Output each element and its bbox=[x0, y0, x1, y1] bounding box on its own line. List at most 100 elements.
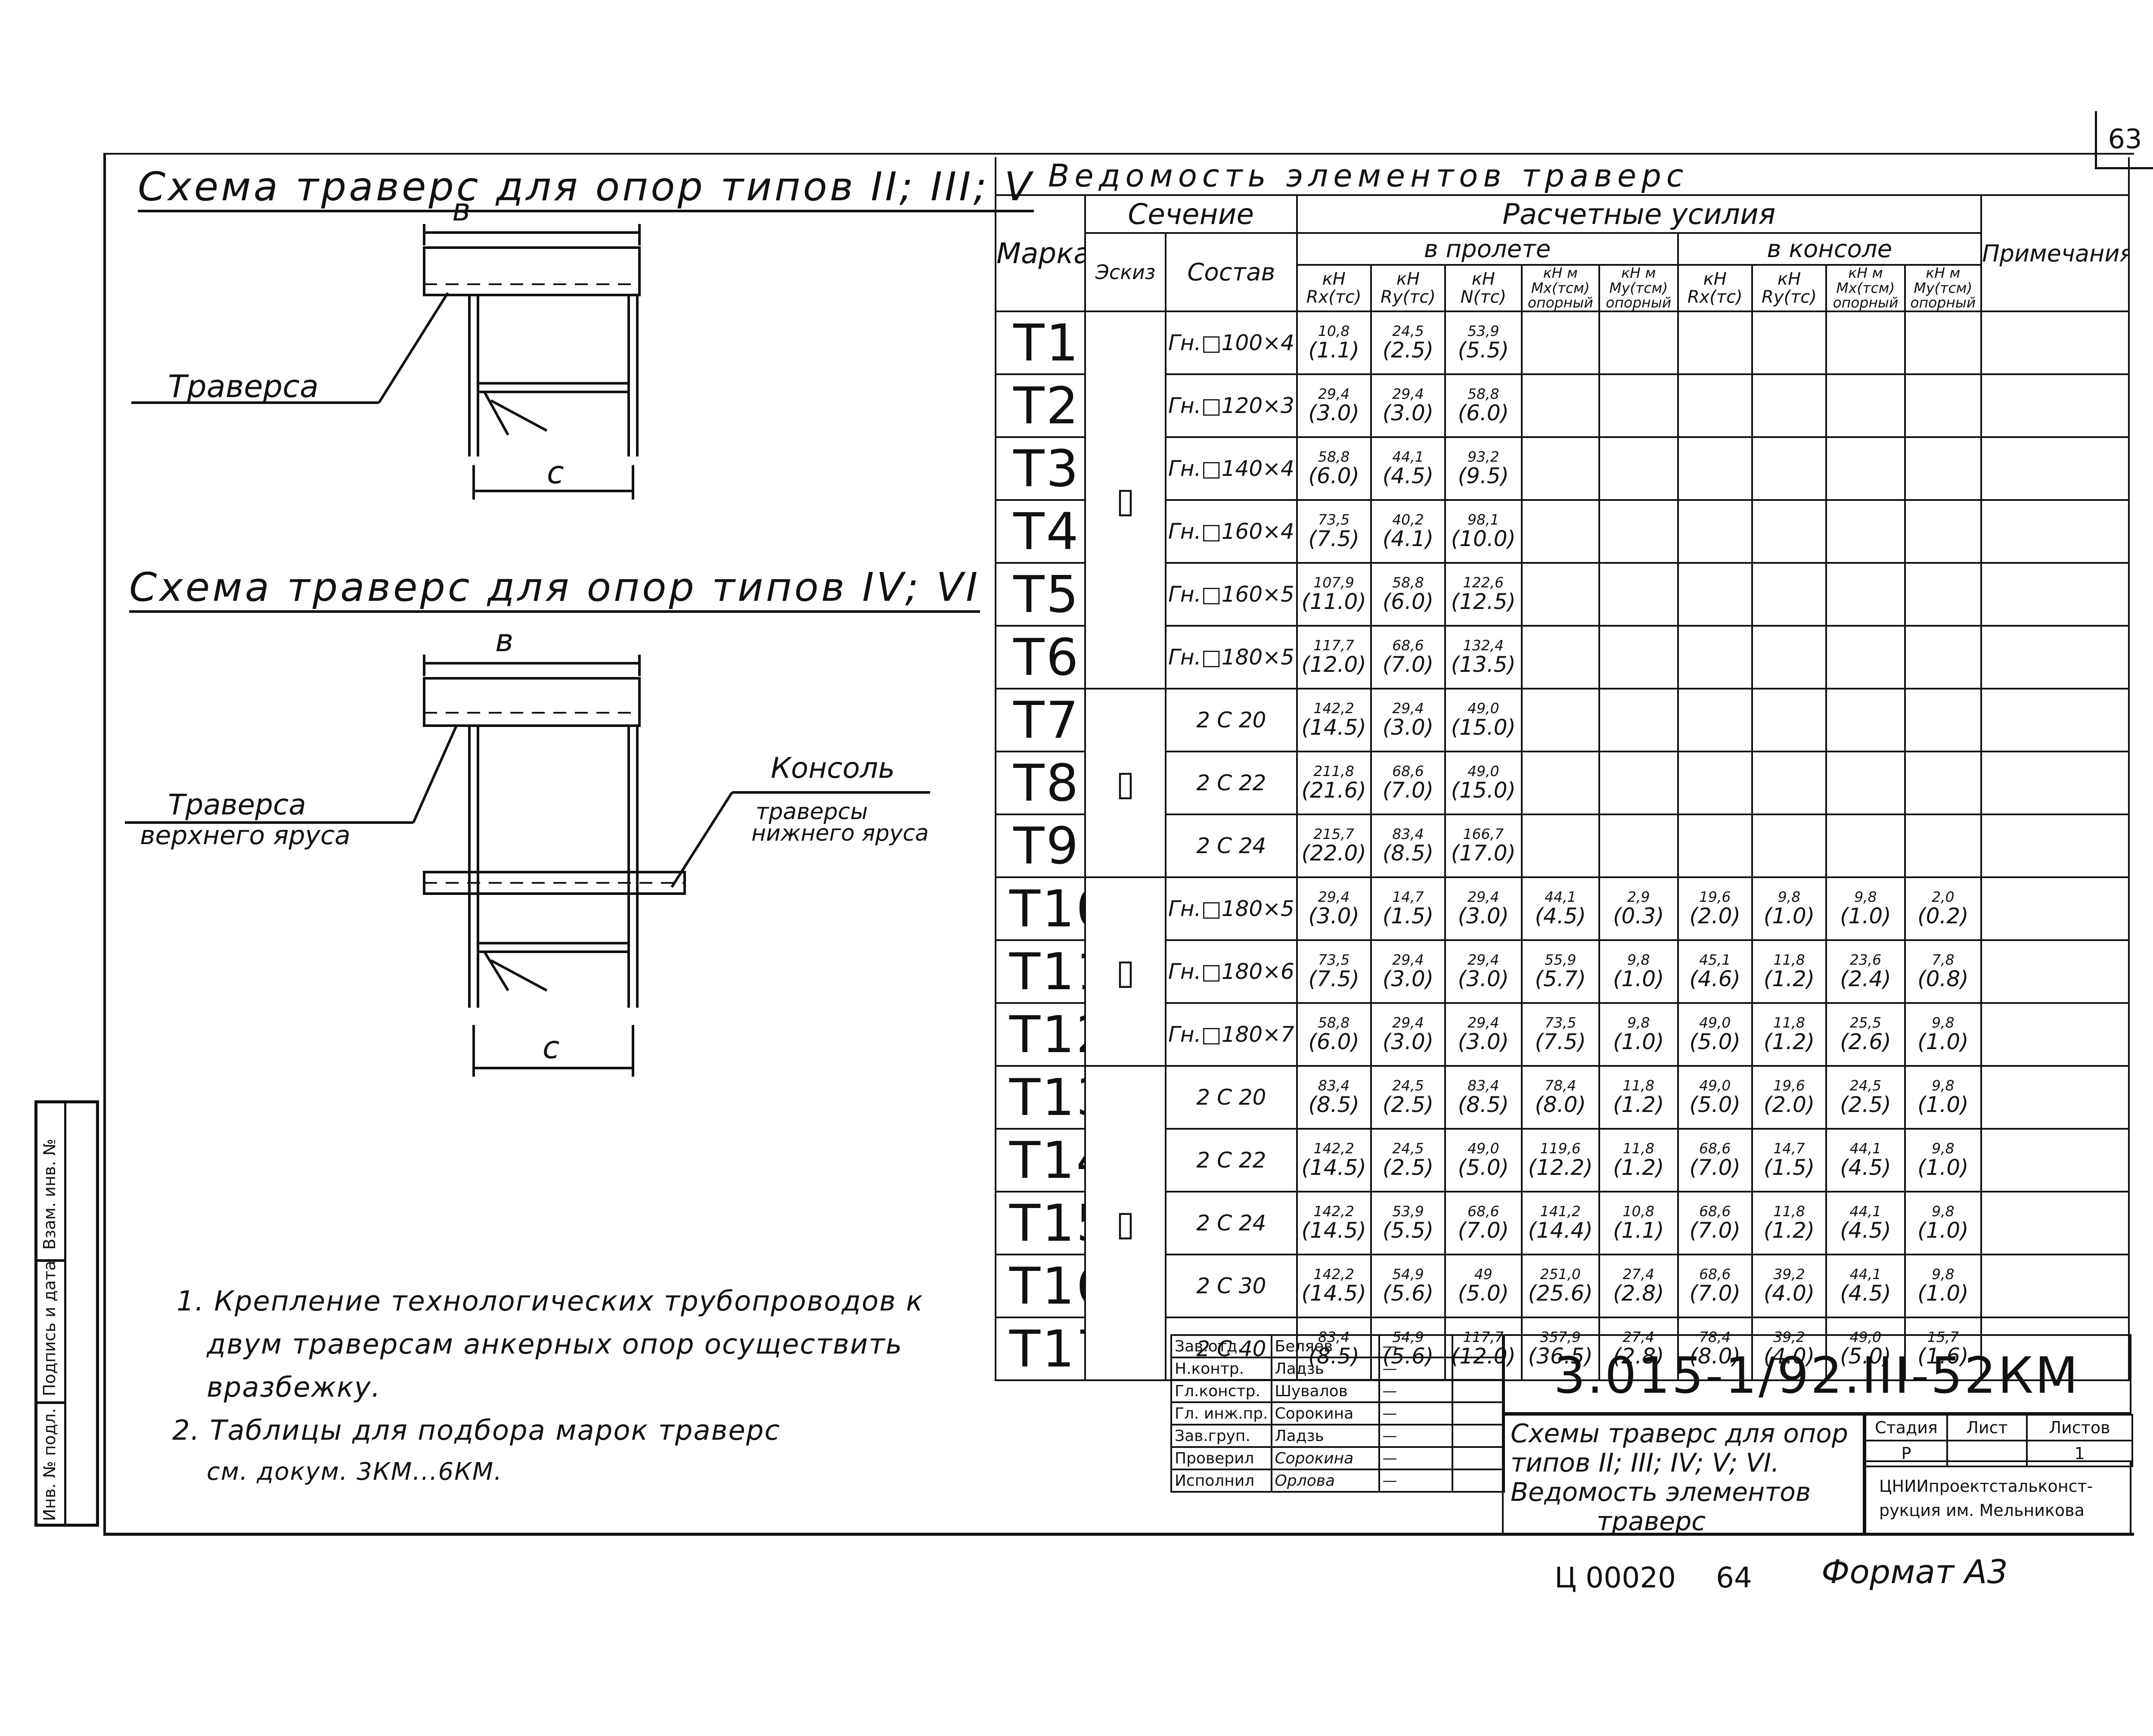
cell-n: 49,0(15.0) bbox=[1444, 688, 1523, 752]
value-tc: (2.6) bbox=[1840, 1029, 1891, 1055]
row-mark: Т13 bbox=[995, 1065, 1086, 1130]
cell-crx: 68,6(7.0) bbox=[1677, 1191, 1753, 1255]
value-kn: 9,8 bbox=[1932, 1203, 1954, 1220]
value-tc: (7.5) bbox=[1308, 966, 1359, 992]
value-kn: 44,1 bbox=[1849, 1266, 1882, 1283]
value-tc: (21.6) bbox=[1301, 778, 1366, 803]
value-tc: (17.0) bbox=[1451, 841, 1516, 866]
value-kn: 55,9 bbox=[1545, 951, 1576, 969]
row-composition: 2 С 20 bbox=[1165, 688, 1298, 752]
cell-rx: 83,4(8.5) bbox=[1296, 1065, 1372, 1130]
cell-n: 93,2(9.5) bbox=[1444, 436, 1523, 501]
cell-cmy bbox=[1904, 311, 1982, 375]
scheme2-label-upper-2: верхнего яруса bbox=[140, 820, 351, 851]
side-stamp: Инв. № подл. Подпись и дата Взам. инв. № bbox=[34, 1100, 99, 1527]
row-mark: Т5 bbox=[995, 562, 1086, 627]
value-tc: (7.0) bbox=[1382, 778, 1434, 803]
value-kn: 98,1 bbox=[1467, 511, 1499, 528]
value-tc: (7.0) bbox=[1689, 1281, 1740, 1306]
value-kn: 44,1 bbox=[1392, 448, 1424, 466]
cell-cry bbox=[1751, 562, 1827, 627]
value-tc: (11.0) bbox=[1301, 589, 1366, 615]
value-kn: 44,1 bbox=[1849, 1203, 1882, 1220]
value-tc: (8.0) bbox=[1689, 1344, 1740, 1369]
value-tc: (1.0) bbox=[1613, 966, 1664, 992]
value-tc: (3.0) bbox=[1458, 1029, 1509, 1055]
signature-name: Беляев bbox=[1270, 1334, 1380, 1358]
value-tc: (1.2) bbox=[1613, 1092, 1664, 1118]
document-title: Схемы траверс для опор типов II; III; IV… bbox=[1502, 1414, 1864, 1536]
value-tc: (1.0) bbox=[1917, 1029, 1969, 1055]
cell-rx: 142,2(14.5) bbox=[1296, 1254, 1372, 1318]
scheme2-title: Схема траверс для опор типов IV; VI bbox=[129, 564, 980, 613]
value-tc: (1.2) bbox=[1763, 966, 1815, 992]
cell-n: 29,4(3.0) bbox=[1444, 939, 1523, 1004]
scheme1-dim-b: в bbox=[452, 192, 471, 228]
value-tc: (7.0) bbox=[1458, 1218, 1509, 1243]
cell-mx bbox=[1520, 311, 1601, 375]
value-kn: 40,2 bbox=[1392, 511, 1424, 528]
note-1-line-1: 1. Крепление технологических трубопровод… bbox=[177, 1286, 924, 1317]
cell-rx: 73,5(7.5) bbox=[1296, 939, 1372, 1004]
value-kn: 73,5 bbox=[1545, 1014, 1576, 1031]
row-notes bbox=[1980, 814, 2130, 878]
value-kn: 83,4 bbox=[1318, 1077, 1350, 1094]
value-tc: (15.0) bbox=[1451, 715, 1516, 740]
value-kn: 24,5 bbox=[1392, 1140, 1424, 1157]
cell-my: 10,8(1.1) bbox=[1598, 1191, 1679, 1255]
value-kn: 24,5 bbox=[1392, 323, 1424, 340]
value-kn: 49 bbox=[1474, 1266, 1492, 1283]
value-tc: (5.5) bbox=[1458, 338, 1509, 363]
cell-cmy: 9,8(1.0) bbox=[1904, 1254, 1982, 1318]
cell-cmy bbox=[1904, 625, 1982, 689]
table-title: Ведомость элементов траверс bbox=[995, 157, 2130, 196]
signature-mark: — bbox=[1378, 1379, 1453, 1403]
cell-n: 49(5.0) bbox=[1444, 1254, 1523, 1318]
cell-n: 132,4(13.5) bbox=[1444, 625, 1523, 689]
cell-my bbox=[1598, 688, 1679, 752]
value-kn: 29,4 bbox=[1392, 385, 1424, 403]
cell-rx: 142,2(14.5) bbox=[1296, 688, 1372, 752]
value-tc: (2.5) bbox=[1840, 1092, 1891, 1118]
cell-my: 11,8(1.2) bbox=[1598, 1128, 1679, 1193]
value-kn: 24,5 bbox=[1849, 1077, 1882, 1094]
value-kn: 119,6 bbox=[1540, 1140, 1581, 1157]
value-tc: (4.0) bbox=[1763, 1281, 1815, 1306]
cell-ry: 53,9(5.5) bbox=[1370, 1191, 1446, 1255]
value-kn: 25,5 bbox=[1849, 1014, 1882, 1031]
value-tc: (13.5) bbox=[1451, 652, 1516, 677]
cell-rx: 215,7(22.0) bbox=[1296, 814, 1372, 878]
value-tc: (1.2) bbox=[1613, 1155, 1664, 1180]
note-1-line-2: двум траверсам анкерных опор осуществить bbox=[207, 1329, 903, 1360]
value-kn: 44,1 bbox=[1849, 1140, 1882, 1157]
cell-cmx: 9,8(1.0) bbox=[1825, 876, 1906, 941]
cell-my: 27,4(2.8) bbox=[1598, 1317, 1679, 1381]
cell-mx: 119,6(12.2) bbox=[1520, 1128, 1601, 1193]
signature-name: Ладзь bbox=[1270, 1357, 1380, 1381]
row-composition: Гн.□180×5 bbox=[1165, 876, 1298, 941]
value-tc: (25.6) bbox=[1528, 1281, 1593, 1306]
value-tc: (3.0) bbox=[1382, 1029, 1434, 1055]
value-tc: (2.4) bbox=[1840, 966, 1891, 992]
cell-rx: 58,8(6.0) bbox=[1296, 436, 1372, 501]
value-tc: (0.2) bbox=[1917, 904, 1969, 929]
value-kn: 73,5 bbox=[1318, 511, 1350, 528]
row-notes bbox=[1980, 1065, 2130, 1130]
cell-cry: 11,8(1.2) bbox=[1751, 939, 1827, 1004]
value-tc: (2.5) bbox=[1382, 338, 1434, 363]
value-kn: 9,8 bbox=[1932, 1077, 1954, 1094]
side-stamp-replace: Взам. инв. № bbox=[40, 1138, 59, 1250]
value-kn: 2,9 bbox=[1627, 888, 1650, 906]
value-tc: (14.5) bbox=[1301, 1281, 1366, 1306]
cell-cmy bbox=[1904, 436, 1982, 501]
value-kn: 68,6 bbox=[1699, 1140, 1731, 1157]
value-kn: 122,6 bbox=[1463, 574, 1504, 591]
col-span: в пролете bbox=[1296, 232, 1679, 266]
cell-crx bbox=[1677, 751, 1753, 815]
cell-n: 29,4(3.0) bbox=[1444, 876, 1523, 941]
cell-ry: 29,4(3.0) bbox=[1370, 1002, 1446, 1067]
